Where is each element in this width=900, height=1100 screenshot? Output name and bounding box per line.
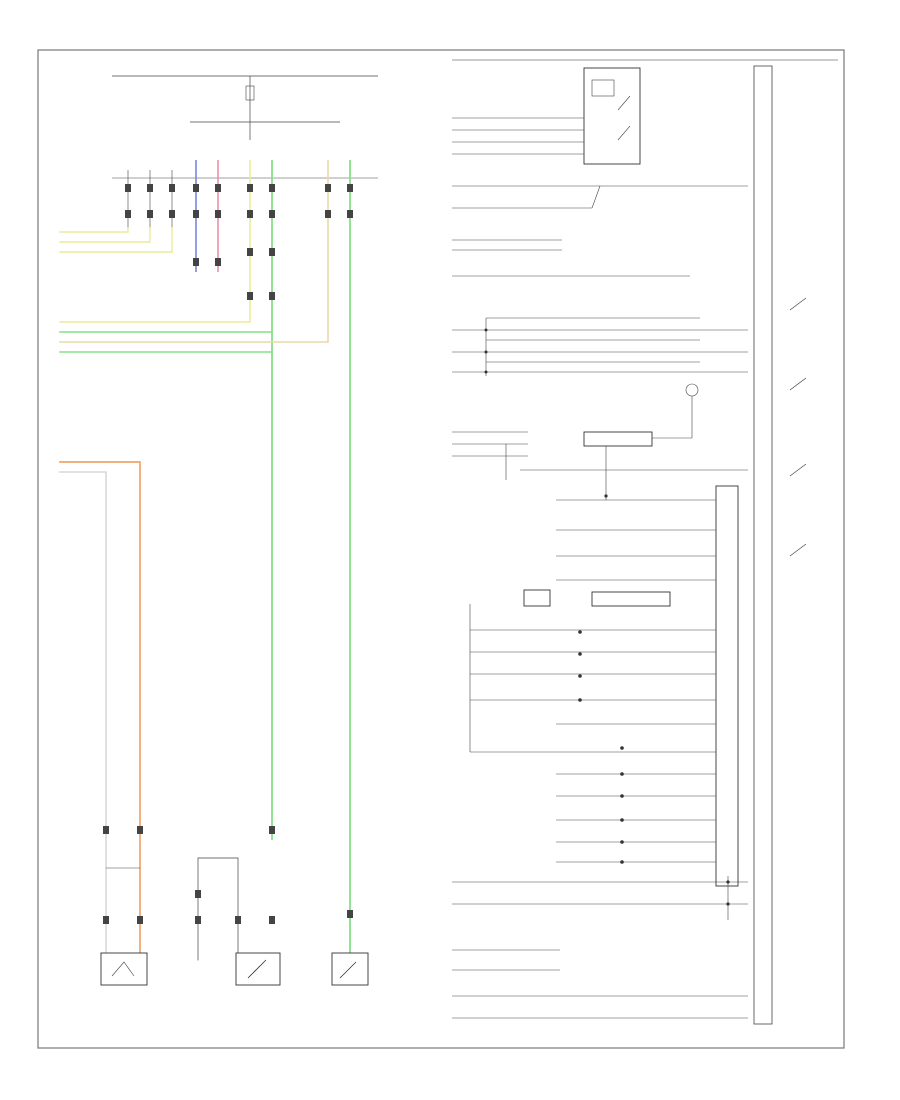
far-right-switches (789, 297, 807, 557)
gauge-control-module (715, 485, 739, 887)
middle-module (452, 383, 748, 500)
yellow-wire-group-top (59, 227, 173, 253)
colored-vertical-wires (193, 160, 353, 960)
seat-belt-switch (331, 910, 369, 986)
right-harness-lines-top (452, 117, 748, 277)
right-frame-lines (452, 59, 838, 1025)
brake-fluid-level-switch (195, 857, 241, 961)
page-frame (37, 49, 845, 1049)
top-relay (583, 67, 641, 165)
parking-brake-switch (235, 826, 281, 986)
bus-connector-pins (125, 170, 175, 230)
fuel-sender-wires (59, 461, 143, 961)
right-horizontal-bus (452, 317, 748, 376)
indicator-rows (469, 499, 716, 864)
fuel-tank-unit (100, 952, 148, 986)
right-bottom-harness (452, 876, 748, 1019)
left-edge-wires-mid (59, 321, 329, 353)
top-fuse-area (112, 75, 378, 179)
